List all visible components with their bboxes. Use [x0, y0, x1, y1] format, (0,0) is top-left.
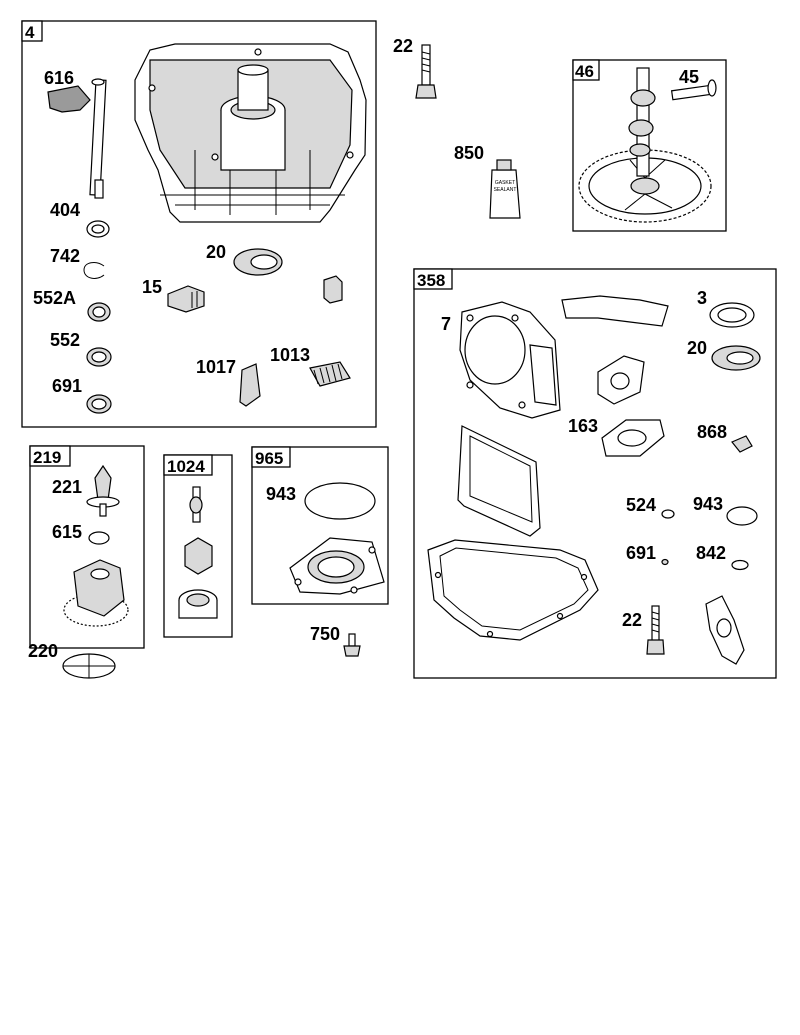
sealant-text-2: SEALANT [494, 187, 517, 193]
gasket-163 [601, 419, 665, 457]
label-943: 943 [266, 484, 296, 504]
part-868 [731, 435, 753, 453]
governor-pin-221 [86, 464, 120, 517]
seal-552 [86, 347, 112, 367]
part-220 [62, 653, 116, 679]
seal-3 [709, 302, 755, 328]
seal-691 [86, 394, 112, 414]
box-358: 358 [413, 268, 777, 679]
box-1024-label: 1024 [167, 457, 205, 476]
label-20-box: 20 [687, 338, 707, 358]
label-616: 616 [44, 68, 74, 88]
washer-615 [88, 531, 110, 545]
label-3: 3 [697, 288, 707, 308]
box-4: 4 [21, 20, 377, 428]
bearing-20 [233, 248, 283, 276]
governor-shaft-616 [47, 78, 107, 199]
label-524: 524 [626, 495, 656, 515]
label-552: 552 [50, 330, 80, 350]
box-46: 46 [572, 59, 727, 232]
label-850: 850 [454, 143, 484, 163]
label-7: 7 [441, 314, 451, 334]
pin-45 [670, 79, 717, 101]
label-163: 163 [568, 416, 598, 436]
gasket-curved [561, 295, 669, 327]
sealant-text-1: GASKET [495, 180, 515, 186]
clip-742 [83, 262, 105, 279]
label-615: 615 [52, 522, 82, 542]
o-ring-943-box [726, 506, 758, 526]
washer-404 [86, 220, 110, 238]
o-ring-524 [661, 509, 675, 519]
spring-1013 [309, 361, 351, 387]
bearing-20-box [711, 345, 761, 371]
label-943-box: 943 [693, 494, 723, 514]
box-219-label: 219 [33, 448, 61, 467]
ring-691 [661, 558, 669, 566]
label-742: 742 [50, 246, 80, 266]
gasket-small-upper [597, 355, 645, 405]
cam-gear [578, 149, 712, 223]
box-219: 219 [29, 445, 145, 649]
label-15: 15 [142, 277, 162, 297]
label-20: 20 [206, 242, 226, 262]
pump-body [178, 589, 218, 619]
box-46-label: 46 [575, 62, 594, 81]
box-965-label: 965 [255, 449, 283, 468]
label-22-top: 22 [393, 36, 413, 56]
pump-shaft [189, 486, 203, 523]
label-691-box: 691 [626, 543, 656, 563]
bolt-22-top [415, 44, 437, 99]
bolt-22-box [646, 605, 665, 655]
label-691: 691 [52, 376, 82, 396]
small-plug [323, 275, 343, 304]
sealant-tube-850: GASKET SEALANT [489, 159, 521, 219]
label-868: 868 [697, 422, 727, 442]
label-1017: 1017 [196, 357, 236, 377]
screw-750 [343, 633, 361, 657]
box-4-label: 4 [25, 23, 35, 42]
box-965: 965 [251, 446, 389, 605]
box-358-label: 358 [417, 271, 445, 290]
crankcase-gasket [427, 539, 599, 641]
label-750: 750 [310, 624, 340, 644]
crankcase-block [134, 43, 367, 223]
pump-cover-plate [289, 537, 385, 595]
ring-842 [731, 559, 749, 571]
part-1017 [239, 363, 261, 407]
label-552a: 552A [33, 288, 76, 308]
label-404: 404 [50, 200, 80, 220]
head-gasket-7 [459, 301, 561, 419]
label-220: 220 [28, 641, 58, 661]
seal-552a [87, 302, 111, 322]
label-22-box: 22 [622, 610, 642, 630]
gasket-intake [705, 595, 745, 665]
pump-rotor [184, 537, 213, 575]
label-221: 221 [52, 477, 82, 497]
label-842: 842 [696, 543, 726, 563]
o-ring-943 [304, 482, 376, 520]
governor-gear [63, 559, 129, 627]
label-1013: 1013 [270, 345, 310, 365]
label-45: 45 [679, 67, 699, 87]
camshaft [628, 67, 656, 177]
plug-15 [167, 285, 205, 313]
valve-cover-gasket [457, 425, 541, 537]
box-1024: 1024 [163, 454, 233, 638]
